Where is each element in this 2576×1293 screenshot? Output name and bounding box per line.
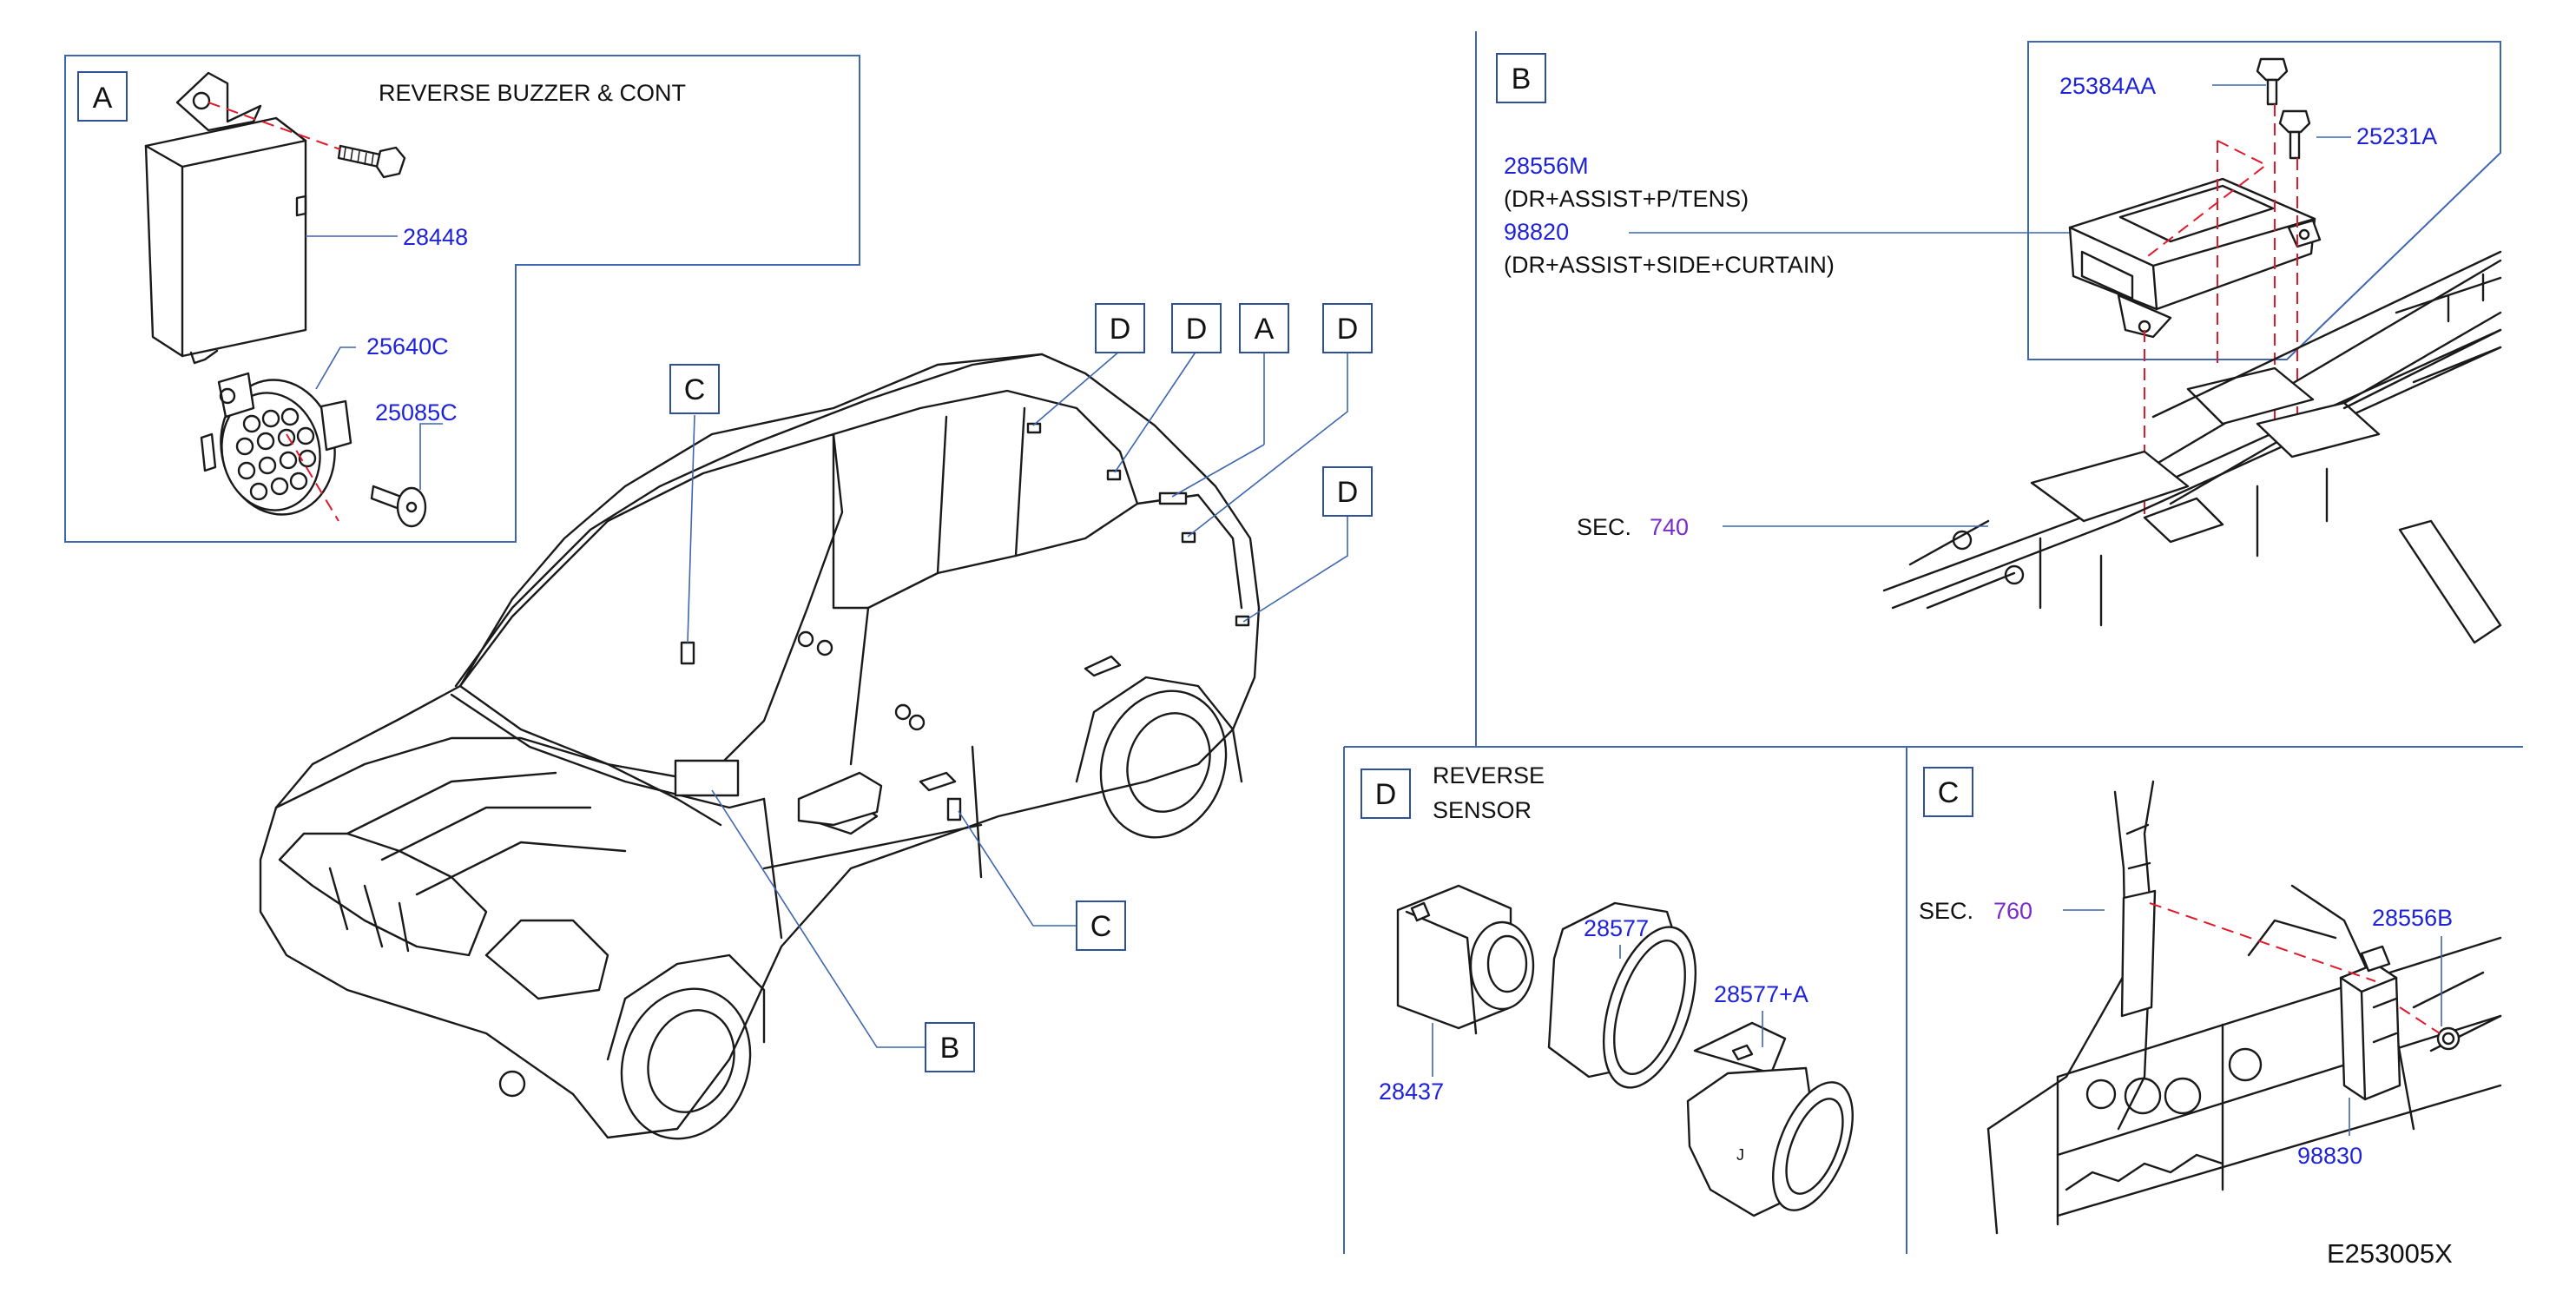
part-28556b: 28556B — [2372, 905, 2453, 931]
callout-bottom-b — [925, 1022, 975, 1072]
section-d-box — [1360, 769, 1411, 819]
section-c-letter: C — [1938, 776, 1960, 809]
callout-top-d2-letter: D — [1186, 313, 1208, 346]
airbag-ecu-drawing — [2068, 177, 2322, 339]
section-b: B 28556M (DR+ASSIST+P/TENS) 98820 (DR+AS… — [1496, 53, 2502, 644]
part-98830: 98830 — [2297, 1143, 2362, 1169]
screw-drawing — [337, 144, 406, 179]
part-98820: 98820 — [1504, 219, 1569, 245]
callout-top-d2 — [1171, 303, 1222, 353]
section-b-sec-label: SEC. — [1577, 514, 1631, 540]
part-28448: 28448 — [403, 224, 468, 250]
buzzer-location — [1158, 491, 1188, 505]
section-c-sec-label: SEC. — [1919, 898, 1973, 924]
sensor-holder-drawing — [1547, 901, 1697, 1089]
airbag-ecu-location — [674, 759, 740, 797]
section-a-title: REVERSE BUZZER & CONT — [379, 80, 686, 106]
sensor-d4 — [1235, 615, 1250, 627]
impact-sensor-alignment-line — [2149, 902, 2376, 982]
callout-left-c-letter: C — [684, 373, 706, 406]
ecu-mount-line-5 — [2144, 140, 2268, 260]
callout-bottom-b-letter: B — [940, 1032, 960, 1065]
section-c-box — [1923, 767, 1973, 817]
bezel-mark: J — [1736, 1146, 1744, 1164]
part-28556m: 28556M — [1504, 153, 1589, 179]
section-d-title-1: REVERSE — [1433, 762, 1545, 788]
bolt-drawings — [2256, 57, 2311, 160]
part-25384aa: 25384AA — [2059, 73, 2156, 99]
section-a-letter: A — [93, 82, 113, 115]
sensor-d1 — [1026, 422, 1042, 434]
section-a: A REVERSE BUZZER & CONT — [77, 71, 686, 528]
b-pillar-drawing — [1986, 780, 2502, 1235]
section-d: D REVERSE SENSOR J 28577 28577+A — [1360, 762, 1854, 1217]
part-25640c: 25640C — [366, 333, 449, 360]
reverse-sensor-drawing — [1396, 884, 1535, 1035]
part-25085c: 25085C — [375, 399, 458, 426]
vehicle-callouts: D D A D D C C B — [669, 303, 1373, 1072]
vehicle-callout-leaders — [687, 350, 1348, 1048]
callout-right-d — [1322, 466, 1373, 517]
section-c: C SEC. 760 — [1919, 767, 2502, 1235]
diagram-id: E253005X — [2327, 1238, 2453, 1269]
callout-top-d3 — [1322, 303, 1373, 353]
callout-door-c — [1076, 900, 1126, 951]
sensor-bezel-drawing: J — [1686, 1021, 1854, 1217]
part-28577a: 28577+A — [1714, 981, 1808, 1007]
nut-alignment-line — [2399, 1006, 2441, 1034]
section-c-sec-number: 760 — [1993, 898, 2032, 924]
callout-top-d3-letter: D — [1337, 313, 1359, 346]
sensor-c-pillar — [680, 641, 695, 665]
part-98820-desc: (DR+ASSIST+SIDE+CURTAIN) — [1504, 252, 1835, 278]
frame-section-a — [64, 55, 860, 543]
speaker-alignment-line — [286, 433, 339, 522]
callout-door-c-letter: C — [1090, 910, 1112, 943]
buzzer-control-unit-drawing — [144, 71, 307, 365]
section-a-box — [77, 71, 128, 122]
buzzer-speaker-drawing — [200, 372, 352, 516]
leader-25085c — [419, 423, 443, 490]
callout-top-a-letter: A — [1255, 313, 1275, 346]
section-b-letter: B — [1512, 63, 1532, 96]
part-28577: 28577 — [1584, 915, 1649, 941]
callout-right-d-letter: D — [1337, 476, 1359, 509]
screw-alignment-line — [208, 102, 341, 150]
leader-25640c — [315, 346, 356, 390]
section-d-letter: D — [1375, 778, 1397, 811]
part-28556m-desc: (DR+ASSIST+P/TENS) — [1504, 186, 1749, 212]
callout-top-d1-letter: D — [1110, 313, 1131, 346]
part-28437: 28437 — [1379, 1079, 1444, 1105]
clip-drawing — [370, 485, 427, 528]
section-b-box — [1496, 53, 1546, 103]
side-impact-sensor-drawing — [2339, 945, 2461, 1101]
part-25231a: 25231A — [2356, 123, 2437, 149]
section-frames — [64, 31, 2523, 1254]
vehicle-overview-drawing — [259, 353, 1261, 1140]
sensor-d2 — [1106, 469, 1122, 481]
callout-top-d1 — [1095, 303, 1145, 353]
callout-left-c — [669, 364, 720, 414]
sensor-door — [946, 797, 962, 821]
frame-ecu-detail — [2027, 41, 2501, 360]
callout-top-a — [1239, 303, 1289, 353]
section-b-sec-number: 740 — [1650, 514, 1689, 540]
section-d-title-2: SENSOR — [1433, 797, 1532, 823]
floor-structure-drawing — [1882, 250, 2502, 644]
sensor-d3 — [1181, 531, 1196, 544]
